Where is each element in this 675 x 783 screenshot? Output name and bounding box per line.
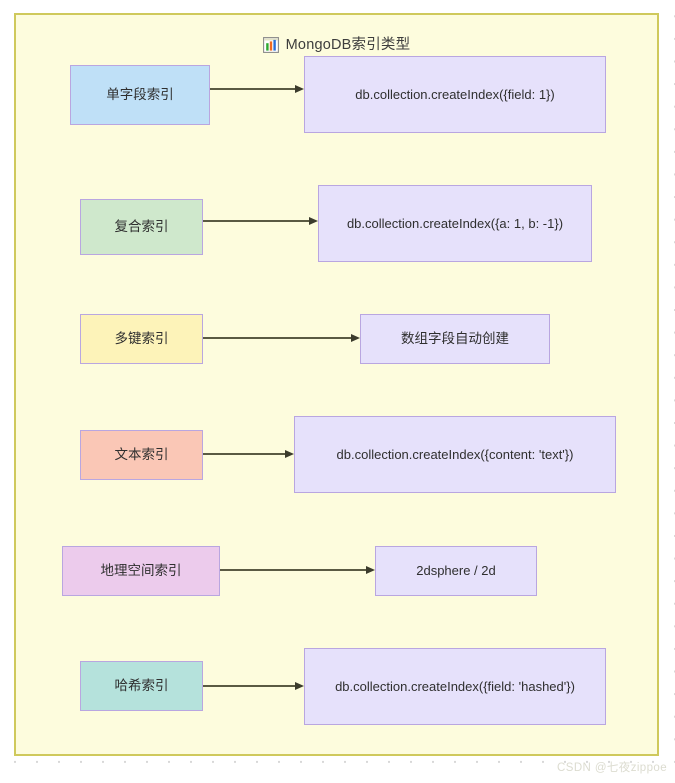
- index-type-node-2: 复合索引: [80, 199, 203, 255]
- flow-arrow-6-line: [203, 685, 295, 687]
- flow-arrow-2-line: [203, 220, 309, 222]
- index-type-node-1: 单字段索引: [70, 65, 210, 125]
- index-type-node-2-label: 复合索引: [114, 219, 169, 235]
- flow-arrow-3-head: [351, 333, 360, 342]
- index-type-node-6-label: 哈希索引: [114, 678, 169, 694]
- panel-title: MongoDB索引类型: [16, 33, 657, 54]
- index-syntax-node-2: db.collection.createIndex({a: 1, b: -1}): [318, 185, 592, 262]
- flow-arrow-4-head: [285, 449, 294, 458]
- diagram-panel: MongoDB索引类型 单字段索引 db.collection.createInd…: [14, 13, 659, 756]
- index-type-node-4-label: 文本索引: [114, 447, 169, 463]
- flow-arrow-5-head: [366, 565, 375, 574]
- index-type-node-5: 地理空间索引: [62, 546, 220, 596]
- flow-arrow-6-head: [295, 681, 304, 690]
- index-type-node-6: 哈希索引: [80, 661, 203, 711]
- flow-arrow-1: [210, 83, 304, 95]
- index-type-node-4: 文本索引: [80, 430, 203, 480]
- index-syntax-node-1-label: db.collection.createIndex({field: 1}): [355, 86, 555, 102]
- flow-arrow-6: [203, 680, 304, 692]
- index-syntax-node-5: 2dsphere / 2d: [375, 546, 537, 596]
- flow-arrow-4-line: [203, 453, 285, 455]
- index-syntax-node-2-label: db.collection.createIndex({a: 1, b: -1}): [346, 215, 564, 231]
- index-syntax-node-4-label: db.collection.createIndex({content: 'tex…: [336, 446, 574, 462]
- flow-arrow-2: [203, 215, 318, 227]
- flow-arrow-3: [203, 332, 360, 344]
- index-syntax-node-6-label: db.collection.createIndex({field: 'hashe…: [335, 678, 575, 694]
- bar-chart-icon: [262, 36, 279, 53]
- index-type-node-5-label: 地理空间索引: [100, 563, 182, 579]
- index-syntax-node-5-label: 2dsphere / 2d: [416, 563, 496, 579]
- flow-arrow-5: [220, 564, 375, 576]
- flow-arrow-2-head: [309, 216, 318, 225]
- index-type-node-1-label: 单字段索引: [106, 87, 174, 103]
- index-syntax-node-1: db.collection.createIndex({field: 1}): [304, 56, 606, 133]
- index-syntax-node-6: db.collection.createIndex({field: 'hashe…: [304, 648, 606, 725]
- flow-arrow-5-line: [220, 569, 366, 571]
- flow-arrow-1-head: [295, 84, 304, 93]
- flow-arrow-3-line: [203, 337, 351, 339]
- flow-arrow-1-line: [210, 88, 295, 90]
- index-syntax-node-4: db.collection.createIndex({content: 'tex…: [294, 416, 616, 493]
- index-type-node-3: 多键索引: [80, 314, 203, 364]
- index-type-node-3-label: 多键索引: [114, 331, 169, 347]
- index-syntax-node-3: 数组字段自动创建: [360, 314, 550, 364]
- flow-arrow-4: [203, 448, 294, 460]
- index-syntax-node-3-label: 数组字段自动创建: [401, 331, 509, 347]
- watermark: CSDN @七夜zippoe: [557, 762, 667, 774]
- panel-title-text: MongoDB索引类型: [285, 37, 411, 53]
